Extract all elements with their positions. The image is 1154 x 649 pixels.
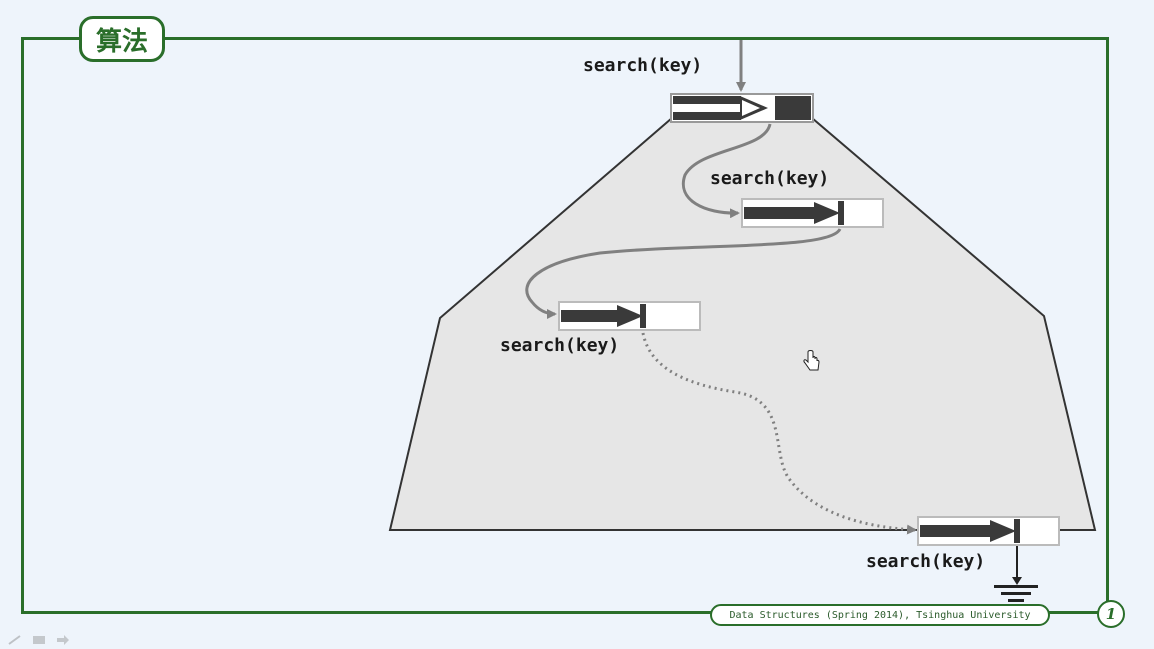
node-4 (917, 516, 1060, 546)
node-1 (670, 93, 814, 123)
hand-pointer-icon (803, 350, 820, 371)
call-arrow-3-4-dotted (641, 332, 917, 535)
slide-frame (21, 37, 1109, 614)
call-arrow-1-2 (681, 123, 772, 219)
call-label-1: search(key) (583, 55, 703, 76)
slide-title: 算法 (79, 16, 165, 62)
call-label-2: search(key) (710, 168, 830, 189)
menu-icon[interactable] (32, 630, 46, 644)
ground-symbol-icon (994, 546, 1038, 602)
node-2 (741, 198, 884, 228)
call-label-4: search(key) (866, 551, 986, 572)
arrow-icon[interactable] (56, 630, 70, 645)
pen-icon[interactable] (8, 630, 22, 645)
footer-course-info: Data Structures (Spring 2014), Tsinghua … (710, 604, 1050, 626)
call-label-3: search(key) (500, 335, 620, 356)
page-number: 1 (1097, 600, 1125, 628)
slide-nav-controls[interactable] (8, 628, 88, 645)
call-arrow-2-3 (525, 228, 842, 319)
node-3 (558, 301, 701, 331)
